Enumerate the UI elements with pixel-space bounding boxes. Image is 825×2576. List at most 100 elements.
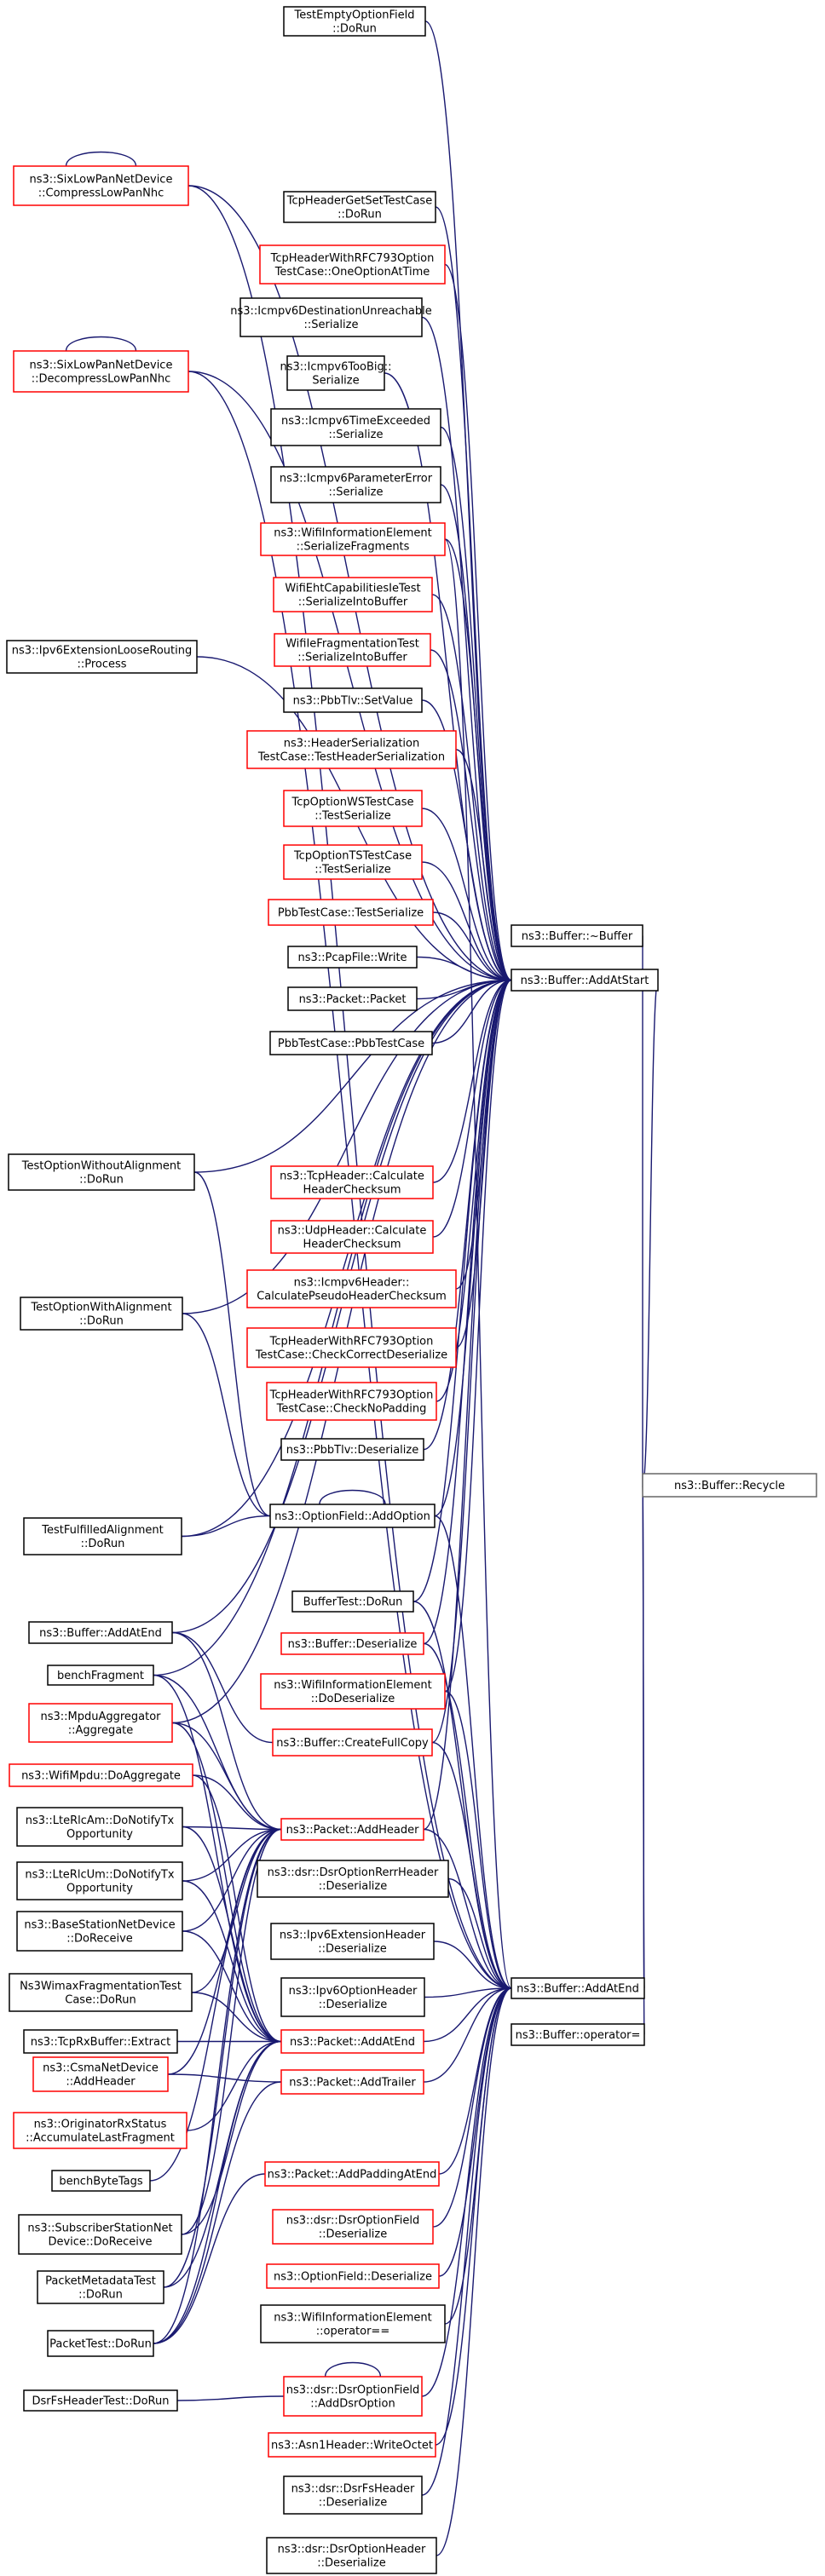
node-hsts[interactable]: ns3::HeaderSerializationTestCase::TestHe…: [246, 730, 457, 769]
node-teo[interactable]: TestEmptyOptionField::DoRun: [283, 6, 426, 37]
node-tcpcd[interactable]: TcpHeaderWithRFC793OptionTestCase::Check…: [246, 1327, 457, 1368]
node-ptdr[interactable]: PacketTest::DoRun: [47, 2330, 154, 2357]
node-bcfc[interactable]: ns3::Buffer::CreateFullCopy: [272, 1728, 433, 1757]
node-baae[interactable]: ns3::Buffer::AddAtEnd: [511, 1977, 645, 1999]
node-dsrof[interactable]: ns3::dsr::DsrOptionField::Deserialize: [272, 2209, 434, 2245]
node-pkapa[interactable]: ns3::Packet::AddPaddingAtEnd: [264, 2161, 440, 2187]
node-label: Ns3WimaxFragmentationTest: [20, 1981, 182, 1993]
node-label: ::Deserialize: [319, 1880, 388, 1893]
node-ip6eh[interactable]: ns3::Ipv6ExtensionHeader::Deserialize: [270, 1923, 435, 1960]
node-label: ns3::TcpRxBuffer::Extract: [31, 2036, 170, 2049]
node-bbt[interactable]: benchByteTags: [51, 2170, 151, 2192]
node-label: ::SerializeFragments: [297, 541, 410, 554]
node-tcpgs[interactable]: TcpHeaderGetSetTestCase::DoRun: [283, 191, 436, 223]
node-dsrre[interactable]: ns3::dsr::DsrOptionRerrHeader::Deseriali…: [257, 1860, 449, 1898]
node-tcpnp[interactable]: TcpHeaderWithRFC793OptionTestCase::Check…: [266, 1382, 437, 1421]
node-bfrag[interactable]: benchFragment: [47, 1665, 154, 1686]
call-edge: [181, 979, 512, 1538]
node-icte[interactable]: ns3::Icmpv6TimeExceeded::Serialize: [270, 408, 441, 446]
node-pbbd[interactable]: ns3::PbbTlv::Deserialize: [280, 1438, 424, 1461]
node-box: [270, 408, 441, 446]
node-ip6oh[interactable]: ns3::Ipv6OptionHeader::Deserialize: [280, 1977, 425, 2017]
node-dsrfh[interactable]: DsrFsHeaderTest::DoRun: [23, 2389, 178, 2412]
node-bsnd[interactable]: ns3::BaseStationNetDevice::DoReceive: [16, 1911, 183, 1952]
node-box: [280, 1977, 425, 2017]
call-edge: [416, 956, 512, 981]
node-wief[interactable]: WifiIeFragmentationTest::SerializeIntoBu…: [274, 633, 431, 667]
node-brec[interactable]: ns3::Buffer::Recycle: [642, 1473, 817, 1498]
node-label: ::CompressLowPanNhc: [38, 187, 164, 200]
node-box: [28, 1703, 173, 1743]
call-edge: [431, 1741, 512, 1989]
node-towa[interactable]: TestOptionWithoutAlignment::DoRun: [8, 1153, 195, 1191]
node-box: [6, 640, 198, 674]
node-ictb[interactable]: ns3::Icmpv6TooBig::Serialize: [280, 355, 392, 391]
node-box: [18, 2214, 182, 2255]
node-label: ns3::WifiMpdu::DoAggregate: [21, 1770, 181, 1783]
node-tcprx[interactable]: ns3::TcpRxBuffer::Extract: [23, 2029, 178, 2054]
node-pmdt[interactable]: PacketMetadataTest::DoRun: [37, 2270, 164, 2304]
call-edge: [431, 979, 512, 1744]
node-box: [283, 6, 426, 37]
node-tcpo1[interactable]: TcpHeaderWithRFC793OptionTestCase::OneOp…: [259, 244, 446, 285]
node-slc[interactable]: ns3::SixLowPanNetDevice::CompressLowPanN…: [13, 165, 189, 206]
node-pbbsv[interactable]: ns3::PbbTlv::SetValue: [283, 687, 423, 713]
node-dsrfsd[interactable]: ns3::dsr::DsrFsHeader::Deserialize: [283, 2475, 423, 2515]
node-sld[interactable]: ns3::SixLowPanNetDevice::DecompressLowPa…: [13, 350, 189, 393]
node-bdes[interactable]: ns3::Buffer::~Buffer: [511, 924, 643, 947]
node-icdu[interactable]: ns3::Icmpv6DestinationUnreachable::Seria…: [230, 297, 432, 337]
node-ipv6l[interactable]: ns3::Ipv6ExtensionLooseRouting::Process: [6, 640, 198, 674]
node-ofao[interactable]: ns3::OptionField::AddOption: [269, 1504, 436, 1528]
node-label: ns3::Ipv6OptionHeader: [289, 1985, 418, 1998]
node-bopeq[interactable]: ns3::Buffer::operator=: [511, 2023, 645, 2046]
node-ssnd[interactable]: ns3::SubscriberStationNetDevice::DoRecei…: [18, 2214, 182, 2255]
node-pkae[interactable]: ns3::Packet::AddAtEnd: [280, 2029, 424, 2054]
node-box: [266, 2263, 440, 2289]
node-weht[interactable]: WifiEhtCapabilitiesIeTest::SerializeInto…: [273, 577, 433, 612]
node-bdese[interactable]: ns3::Buffer::Deserialize: [280, 1632, 424, 1655]
node-baas[interactable]: ns3::Buffer::AddAtStart: [511, 969, 659, 992]
node-icpe[interactable]: ns3::Icmpv6ParameterError::Serialize: [270, 466, 441, 503]
call-edge: [188, 185, 512, 1989]
node-pbbtc[interactable]: PbbTestCase::PbbTestCase: [269, 1031, 433, 1055]
node-asn1[interactable]: ns3::Asn1Header::WriteOctet: [268, 2432, 436, 2458]
call-edge: [192, 1774, 282, 1831]
node-csma[interactable]: ns3::CsmaNetDevice::AddHeader: [32, 2056, 169, 2092]
node-label: TestOptionWithAlignment: [30, 1302, 171, 1314]
node-icpsh[interactable]: ns3::Icmpv6Header::CalculatePseudoHeader…: [246, 1269, 457, 1308]
node-towi[interactable]: TestOptionWithAlignment::DoRun: [20, 1297, 183, 1331]
node-wies[interactable]: ns3::WifiInformationElement::SerializeFr…: [260, 522, 446, 556]
node-btdr[interactable]: BufferTest::DoRun: [291, 1590, 414, 1613]
node-mpdua[interactable]: ns3::MpduAggregator::Aggregate: [28, 1703, 173, 1743]
node-pcapw[interactable]: ns3::PcapFile::Write: [287, 946, 418, 969]
node-pkat[interactable]: ns3::Packet::AddTrailer: [280, 2069, 424, 2095]
call-edge: [423, 979, 512, 1451]
node-box: [13, 2112, 188, 2149]
node-tcpws[interactable]: TcpOptionWSTestCase::TestSerialize: [283, 790, 423, 827]
node-label: TcpHeaderWithRFC793Option: [269, 1389, 434, 1402]
node-pktp[interactable]: ns3::Packet::Packet: [287, 986, 418, 1011]
node-pkah[interactable]: ns3::Packet::AddHeader: [280, 1818, 424, 1841]
node-label: ns3::Buffer::AddAtEnd: [39, 1627, 162, 1640]
node-label: Case::DoRun: [65, 1994, 136, 2007]
node-pbbts[interactable]: PbbTestCase::TestSerialize: [268, 899, 434, 926]
node-baae1[interactable]: ns3::Buffer::AddAtEnd: [28, 1621, 173, 1644]
node-tfa[interactable]: TestFulfilledAlignment::DoRun: [23, 1517, 182, 1555]
node-dsrohd[interactable]: ns3::dsr::DsrOptionHeader::Deserialize: [266, 2537, 437, 2574]
node-ofd[interactable]: ns3::OptionField::Deserialize: [266, 2263, 440, 2289]
node-orsa[interactable]: ns3::OriginatorRxStatus::AccumulateLastF…: [13, 2112, 188, 2149]
node-tcpts[interactable]: TcpOptionTSTestCase::TestSerialize: [283, 844, 423, 880]
node-label: ::Serialize: [329, 428, 384, 441]
node-dsrad[interactable]: ns3::dsr::DsrOptionField::AddDsrOption: [283, 2376, 423, 2417]
node-box: [280, 1632, 424, 1655]
node-wieeq[interactable]: ns3::WifiInformationElement::operator==: [260, 2304, 446, 2343]
node-wiedd[interactable]: ns3::WifiInformationElement::DoDeseriali…: [260, 1673, 446, 1710]
node-wmda[interactable]: ns3::WifiMpdu::DoAggregate: [9, 1763, 193, 1787]
call-edge: [432, 1987, 512, 2228]
call-edge: [149, 1828, 282, 2182]
